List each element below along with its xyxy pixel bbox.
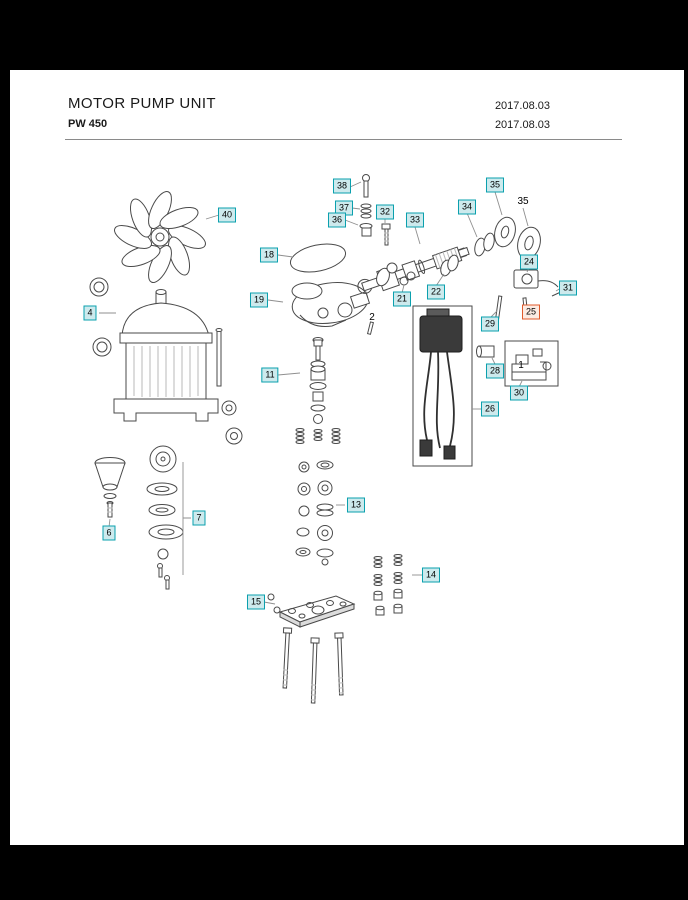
callout-29[interactable]: 29 [480, 316, 500, 332]
callout-21[interactable]: 21 [392, 291, 412, 307]
pump-head [291, 282, 374, 335]
cone-pulley [94, 457, 126, 518]
callout-4[interactable]: 4 [83, 305, 97, 321]
callout-40[interactable]: 40 [217, 207, 237, 223]
document-page: MOTOR PUMP UNIT PW 450 2017.08.03 2017.0… [10, 70, 684, 845]
callout-24[interactable]: 24 [519, 254, 539, 270]
crankshaft-assembly [357, 232, 495, 294]
control-box [412, 305, 473, 467]
callout-26[interactable]: 26 [480, 401, 500, 417]
header-divider [65, 139, 622, 140]
callout-38[interactable]: 38 [332, 178, 352, 194]
switch-assembly [476, 340, 559, 387]
callout-6[interactable]: 6 [102, 525, 116, 541]
callout-18[interactable]: 18 [259, 247, 279, 263]
cooling-fan [114, 191, 206, 283]
retaining-rings [89, 277, 112, 357]
callout-14[interactable]: 14 [421, 567, 441, 583]
callout-19[interactable]: 19 [249, 292, 269, 308]
callout-22[interactable]: 22 [426, 284, 446, 300]
callout-34[interactable]: 34 [457, 199, 477, 215]
callout-36[interactable]: 36 [327, 212, 347, 228]
callout-35[interactable]: 35 [485, 177, 505, 193]
manifold-plate [267, 593, 356, 628]
valve-stack [295, 337, 341, 444]
callout-25[interactable]: 25 [521, 304, 541, 320]
bushings [221, 400, 243, 445]
callout-33[interactable]: 33 [405, 212, 425, 228]
model-number: PW 450 [68, 118, 108, 130]
date-bottom: 2017.08.03 [494, 119, 550, 131]
callout-28[interactable]: 28 [485, 363, 505, 379]
callout-15[interactable]: 15 [246, 594, 266, 610]
small-parts-grid [373, 554, 403, 616]
bearing-stack [146, 445, 184, 590]
outlet-fitting [513, 269, 559, 289]
callout-2: 2 [369, 312, 375, 323]
callout-32[interactable]: 32 [375, 204, 395, 220]
valve-pin-spring [359, 174, 373, 237]
callout-13[interactable]: 13 [346, 497, 366, 513]
callout-1: 1 [518, 360, 524, 371]
callout-11[interactable]: 11 [261, 367, 279, 383]
callout-30[interactable]: 30 [509, 385, 529, 401]
page-title: MOTOR PUMP UNIT [68, 95, 216, 112]
o-ring [289, 243, 347, 273]
date-top: 2017.08.03 [494, 100, 550, 112]
callout-7[interactable]: 7 [192, 510, 206, 526]
motor-assembly [113, 289, 223, 422]
seal-kit-stack [295, 460, 334, 566]
callout-35: 35 [517, 196, 529, 207]
bolt-32 [381, 223, 391, 246]
callout-31[interactable]: 31 [558, 280, 578, 296]
washer-discs [494, 216, 541, 260]
mounting-bolts [282, 627, 344, 704]
